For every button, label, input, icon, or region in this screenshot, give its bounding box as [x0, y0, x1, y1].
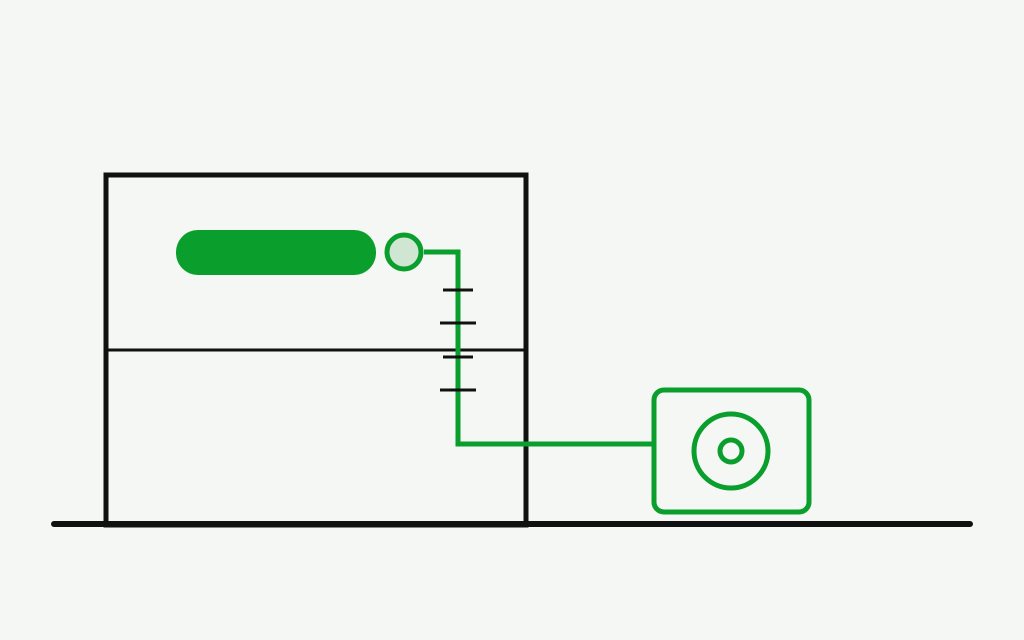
outdoor-fan-icon	[691, 411, 771, 491]
indoor-unit-bar	[176, 230, 376, 275]
outdoor-unit-casing	[651, 387, 812, 515]
outdoor-fan-hub-icon	[717, 437, 745, 465]
refrigerant-pipe	[424, 249, 652, 447]
outdoor-unit	[651, 387, 812, 515]
connection-valve-icon	[384, 232, 424, 272]
wall-clips	[440, 288, 476, 392]
